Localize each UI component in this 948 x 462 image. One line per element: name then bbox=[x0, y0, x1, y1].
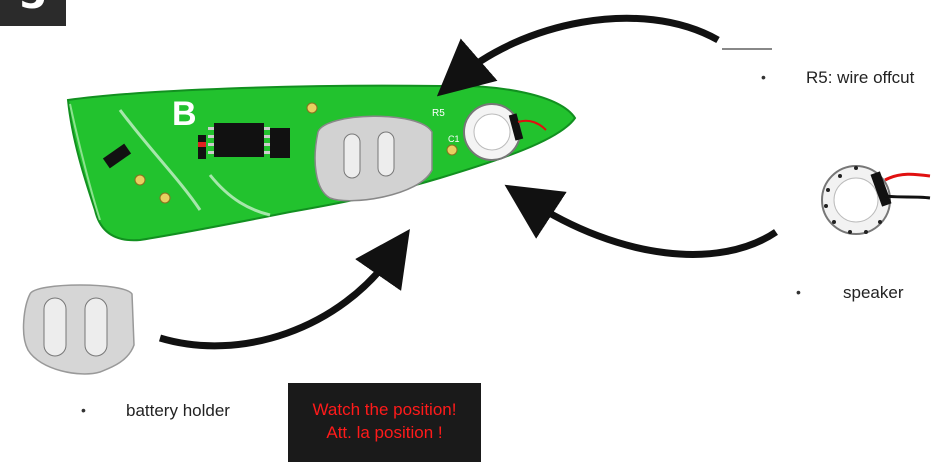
small-chip bbox=[270, 128, 290, 158]
bullet: • bbox=[81, 402, 86, 418]
warning-line-english: Watch the position! bbox=[288, 398, 481, 421]
resistor-band bbox=[198, 142, 206, 147]
label-battery-holder-text: battery holder bbox=[126, 401, 230, 420]
arrow-wire-to-board bbox=[458, 18, 718, 78]
c1-mark: C1 bbox=[448, 134, 460, 144]
board-letter: B bbox=[172, 95, 197, 133]
ic-chip bbox=[208, 123, 270, 157]
label-battery-holder: • battery holder bbox=[126, 401, 230, 421]
bullet: • bbox=[761, 69, 766, 85]
speaker-part bbox=[822, 166, 930, 234]
board-letter-text: B bbox=[172, 95, 197, 133]
warning-box: Watch the position! Att. la position ! bbox=[288, 383, 481, 462]
label-wire-offcut-text: R5: wire offcut bbox=[806, 68, 914, 87]
warning-line-french: Att. la position ! bbox=[288, 421, 481, 444]
bullet: • bbox=[796, 284, 801, 300]
label-wire-offcut: • R5: wire offcut bbox=[806, 68, 914, 88]
battery-holder-part bbox=[24, 285, 134, 374]
r5-mark: R5 bbox=[432, 108, 445, 119]
board-battery-holder bbox=[315, 116, 432, 200]
arrow-battery-to-board bbox=[160, 252, 394, 346]
arrow-speaker-to-board bbox=[528, 200, 776, 254]
label-speaker: • speaker bbox=[843, 283, 903, 303]
label-speaker-text: speaker bbox=[843, 283, 903, 302]
